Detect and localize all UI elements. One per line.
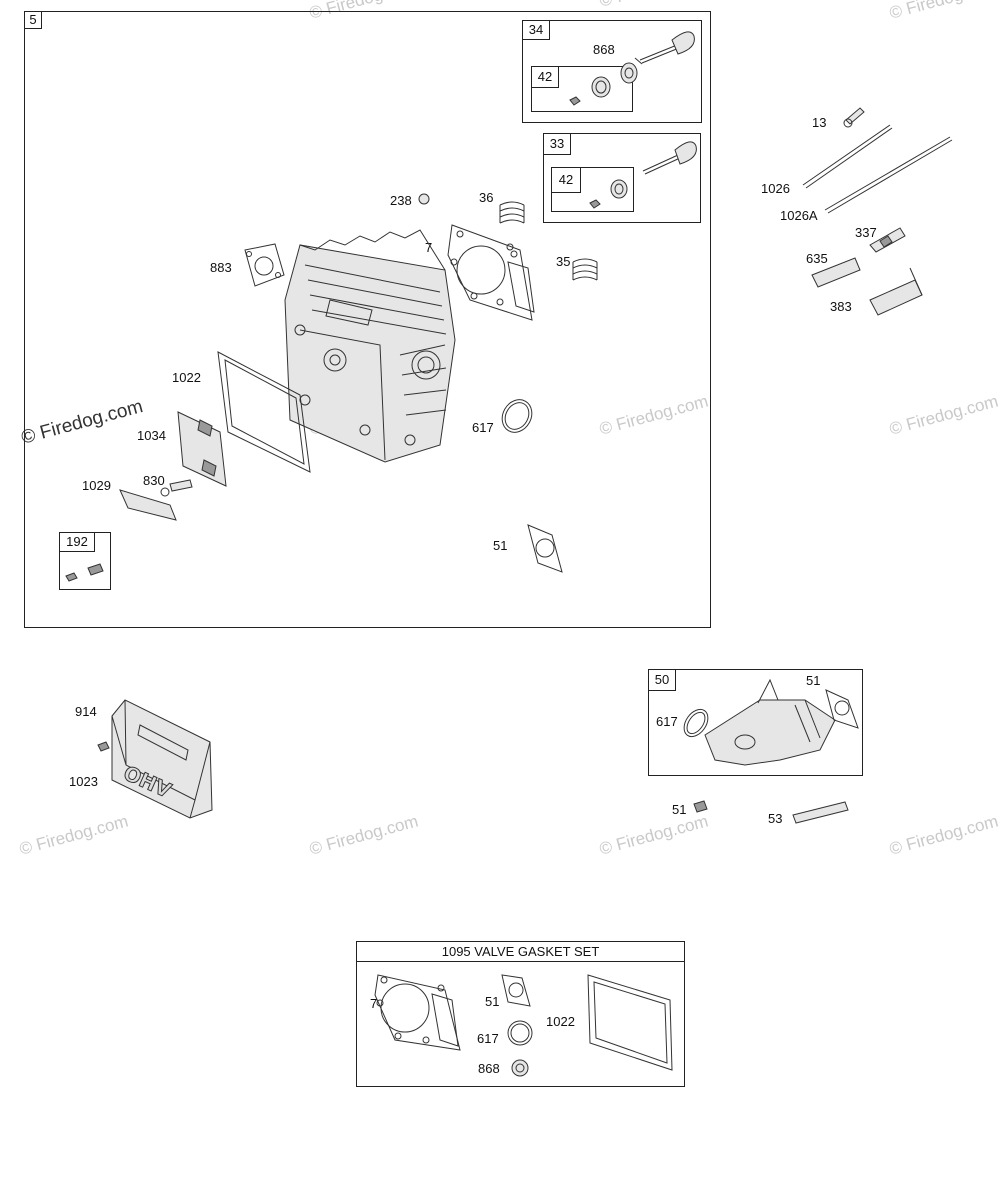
valve-spring-upper[interactable] (499, 201, 525, 224)
intake-kit-frame (648, 669, 863, 776)
part-ref-1026[interactable]: 1026 (761, 181, 790, 196)
head-gasket[interactable] (447, 224, 535, 321)
valve-seal[interactable] (511, 1059, 529, 1077)
stud[interactable] (160, 479, 193, 497)
part-ref-868[interactable]: 868 (478, 1061, 500, 1076)
subkit-ref-42[interactable]: 42 (551, 167, 581, 193)
valve-cover[interactable] (111, 699, 213, 819)
subkit-ref-42[interactable]: 42 (531, 66, 559, 88)
push-rod[interactable] (802, 124, 893, 189)
valve-retainer[interactable] (591, 76, 611, 98)
part-ref-51[interactable]: 51 (672, 802, 687, 817)
ground-clip[interactable] (869, 267, 923, 316)
intake-valve[interactable] (642, 141, 697, 175)
spark-plug-boot[interactable] (811, 257, 861, 288)
valve-cover-gasket[interactable] (587, 974, 673, 1071)
kit-ref-34[interactable]: 34 (522, 20, 550, 40)
part-ref-51[interactable]: 51 (806, 673, 821, 688)
part-ref-36[interactable]: 36 (479, 190, 494, 205)
part-ref-13[interactable]: 13 (812, 115, 827, 130)
stud[interactable] (792, 801, 849, 824)
intake-gasket[interactable] (825, 689, 859, 729)
part-ref-383[interactable]: 383 (830, 299, 852, 314)
valve-spring-lower[interactable] (572, 258, 598, 281)
part-ref-238[interactable]: 238 (390, 193, 412, 208)
valve-cover-gasket[interactable] (217, 351, 311, 473)
part-ref-51[interactable]: 51 (493, 538, 508, 553)
part-ref-1023[interactable]: 1023 (69, 774, 98, 789)
push-rod[interactable] (824, 136, 953, 214)
gasket-set-title[interactable]: 1095 VALVE GASKET SET (357, 942, 684, 962)
intake-gasket[interactable] (244, 243, 285, 287)
part-ref-1022[interactable]: 1022 (172, 370, 201, 385)
o-ring[interactable] (679, 705, 713, 741)
kit-ref-192[interactable]: 192 (59, 532, 95, 552)
intake-gasket[interactable] (527, 524, 563, 573)
kit-ref-33[interactable]: 33 (543, 133, 571, 155)
head-gasket[interactable] (374, 974, 461, 1051)
part-ref-337[interactable]: 337 (855, 225, 877, 240)
screw[interactable] (693, 800, 708, 813)
part-ref-35[interactable]: 35 (556, 254, 571, 269)
breather-reed[interactable] (119, 489, 177, 521)
screw[interactable] (87, 563, 104, 576)
intake-valve-kit-frame (543, 133, 701, 223)
o-ring[interactable] (496, 394, 537, 437)
part-ref-635[interactable]: 635 (806, 251, 828, 266)
rocker-pin[interactable] (418, 193, 430, 205)
gasket-set-frame: 1095 VALVE GASKET SET (356, 941, 685, 1087)
part-ref-868[interactable]: 868 (593, 42, 615, 57)
part-ref-1029[interactable]: 1029 (82, 478, 111, 493)
part-ref-830[interactable]: 830 (143, 473, 165, 488)
keeper-subkit-frame (531, 66, 633, 112)
part-ref-617[interactable]: 617 (656, 714, 678, 729)
o-ring[interactable] (507, 1020, 533, 1046)
part-ref-617[interactable]: 617 (477, 1031, 499, 1046)
part-ref-914[interactable]: 914 (75, 704, 97, 719)
part-ref-617[interactable]: 617 (472, 420, 494, 435)
part-ref-53[interactable]: 53 (768, 811, 783, 826)
assembly-ref-5[interactable]: 5 (24, 11, 42, 29)
screw[interactable] (65, 572, 78, 582)
kit-ref-50[interactable]: 50 (648, 669, 676, 691)
cylinder-head[interactable] (284, 229, 456, 463)
bolt[interactable] (97, 741, 110, 752)
valve-retainer[interactable] (610, 179, 628, 199)
part-ref-1022[interactable]: 1022 (546, 1014, 575, 1029)
spark-plug[interactable] (869, 227, 906, 253)
part-ref-51[interactable]: 51 (485, 994, 500, 1009)
part-ref-7[interactable]: 7 (370, 996, 378, 1011)
part-ref-1026a[interactable]: 1026A (780, 208, 818, 223)
cylinder-head-assembly-frame (24, 11, 711, 628)
valve-seal[interactable] (620, 62, 638, 84)
part-ref-1034[interactable]: 1034 (137, 428, 166, 443)
adjusting-screw[interactable] (843, 107, 865, 128)
valve-keeper[interactable] (569, 96, 581, 106)
part-ref-883[interactable]: 883 (210, 260, 232, 275)
breather-plate[interactable] (177, 411, 227, 487)
valve-keeper[interactable] (589, 199, 601, 209)
exhaust-valve-kit-frame (522, 20, 702, 123)
intake-manifold[interactable] (704, 678, 836, 766)
exhaust-valve[interactable] (634, 31, 695, 65)
part-ref-7[interactable]: 7 (425, 240, 433, 255)
intake-gasket[interactable] (501, 974, 531, 1007)
